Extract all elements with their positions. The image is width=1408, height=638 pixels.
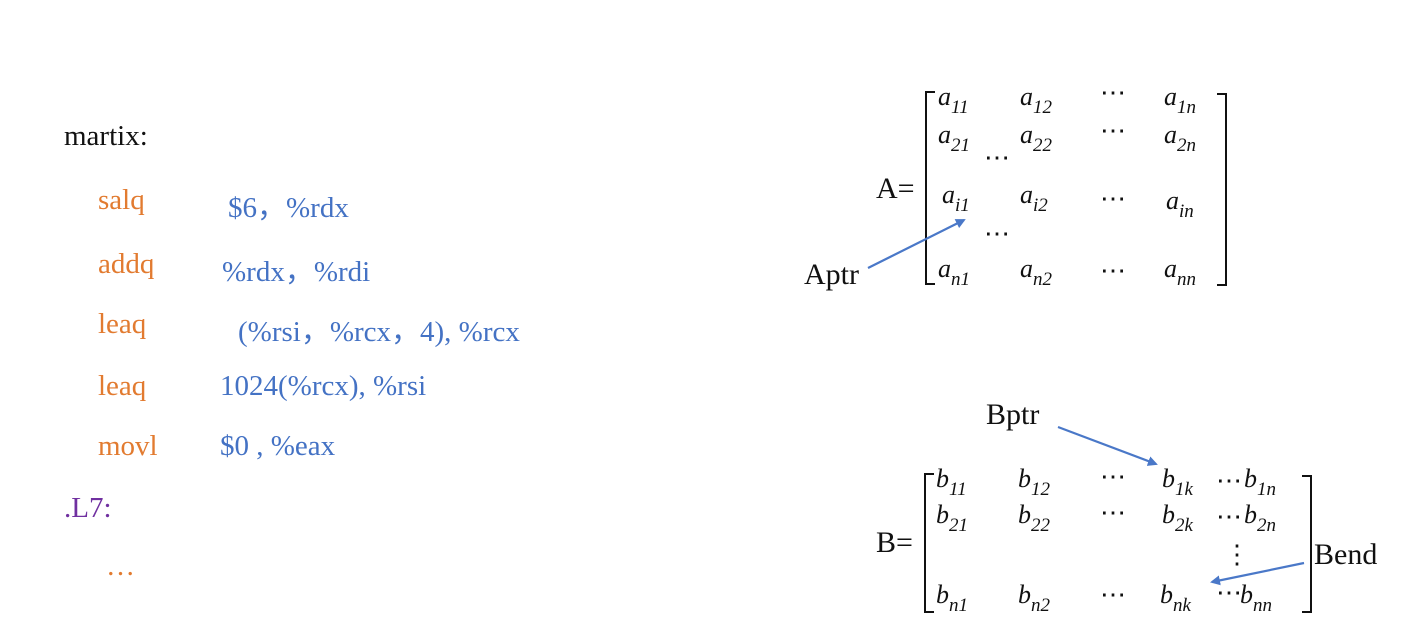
- matrix-a-right-bracket: [1217, 93, 1227, 286]
- aptr-arrow: [867, 219, 966, 269]
- matrix-b-element: b1n: [1244, 464, 1276, 500]
- code-ellipsis: …: [106, 550, 135, 582]
- matrix-b-hdots: ⋯: [1216, 578, 1242, 607]
- instruction-operands: 1024(%rcx), %rsi: [220, 370, 427, 402]
- matrix-a-element: ann: [1164, 254, 1196, 290]
- matrix-b-element: b12: [1018, 464, 1050, 500]
- loop-label: .L7:: [64, 492, 112, 524]
- matrix-a-hdots: ⋯: [1100, 116, 1126, 145]
- bend-arrow: [1210, 561, 1305, 586]
- instruction-mnemonic: addq: [98, 248, 155, 280]
- function-label: martix:: [64, 120, 148, 152]
- matrix-a-element: an1: [938, 254, 970, 290]
- matrix-a-element: an2: [1020, 254, 1052, 290]
- matrix-b-hdots: ⋯: [1216, 502, 1242, 531]
- matrix-b-element: b21: [936, 500, 968, 536]
- instruction-mnemonic: movl: [98, 430, 158, 462]
- matrix-b-element: bn2: [1018, 580, 1050, 616]
- matrix-b-right-bracket: [1302, 475, 1312, 613]
- instruction-operands: (%rsi，%rcx，4), %rcx: [238, 316, 520, 348]
- matrix-b-element: b2k: [1162, 500, 1193, 536]
- matrix-a-element: a22: [1020, 120, 1052, 156]
- aptr-label: Aptr: [804, 258, 859, 291]
- instruction-mnemonic: salq: [98, 184, 145, 216]
- matrix-a-name: A=: [876, 172, 915, 205]
- matrix-b-element: bnk: [1160, 580, 1191, 616]
- matrix-b-left-bracket: [924, 473, 934, 613]
- matrix-b-hdots: ⋯: [1216, 466, 1242, 495]
- matrix-a-element: a21: [938, 120, 970, 156]
- matrix-b-element: bn1: [936, 580, 968, 616]
- matrix-b-element: b11: [936, 464, 967, 500]
- matrix-b-element: bnn: [1240, 580, 1272, 616]
- bend-label: Bend: [1314, 538, 1378, 571]
- matrix-a-hdots: ⋯: [1100, 256, 1126, 285]
- instruction-operands: $6，%rdx: [228, 192, 349, 224]
- matrix-b-hdots: ⋯: [1100, 498, 1126, 527]
- matrix-b-vdots: ⋮: [1224, 540, 1250, 569]
- matrix-a-element: ain: [1166, 186, 1194, 222]
- matrix-a-left-bracket: [925, 91, 935, 285]
- matrix-a-hdots: ⋯: [984, 219, 1010, 248]
- matrix-a-element: a1n: [1164, 82, 1196, 118]
- matrix-b-element: b1k: [1162, 464, 1193, 500]
- matrix-a-hdots: ⋯: [1100, 78, 1126, 107]
- instruction-operands: $0 , %eax: [220, 430, 336, 462]
- matrix-a-element: a2n: [1164, 120, 1196, 156]
- matrix-a-element: a11: [938, 82, 969, 118]
- bptr-label: Bptr: [986, 398, 1040, 431]
- bptr-arrow: [1057, 425, 1158, 466]
- matrix-b-hdots: ⋯: [1100, 580, 1126, 609]
- matrix-a-hdots: ⋯: [984, 143, 1010, 172]
- instruction-mnemonic: leaq: [98, 370, 147, 402]
- matrix-a-element: a12: [1020, 82, 1052, 118]
- matrix-a-element: ai2: [1020, 180, 1048, 216]
- instruction-operands: %rdx，%rdi: [222, 256, 371, 288]
- matrix-b-name: B=: [876, 526, 913, 559]
- instruction-mnemonic: leaq: [98, 308, 147, 340]
- matrix-a-hdots: ⋯: [1100, 184, 1126, 213]
- matrix-b-hdots: ⋯: [1100, 462, 1126, 491]
- matrix-b-element: b2n: [1244, 500, 1276, 536]
- matrix-b-element: b22: [1018, 500, 1050, 536]
- matrix-a-element: ai1: [942, 180, 970, 216]
